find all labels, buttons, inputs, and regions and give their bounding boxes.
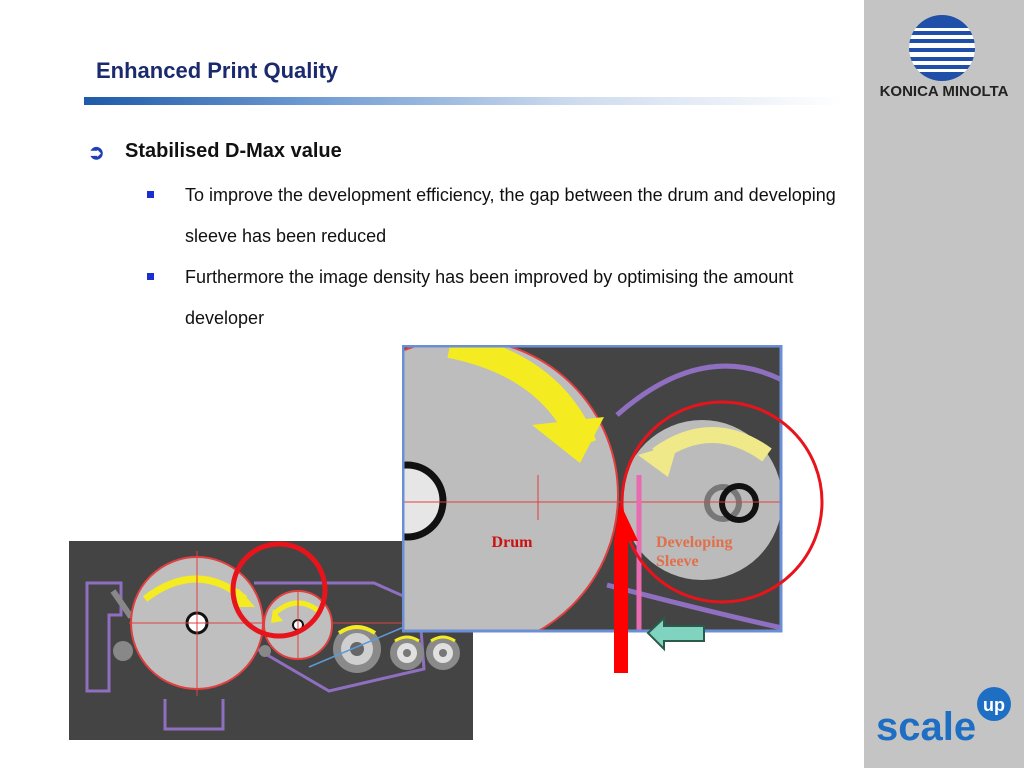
sleeve-outline-circle (620, 400, 824, 604)
square-bullet-icon (147, 191, 154, 198)
scale-up-logo: scale up (876, 687, 1011, 749)
page-title: Enhanced Print Quality (96, 58, 339, 83)
gap-arrow-icon (614, 503, 638, 673)
sleeve-label-line2: Sleeve (656, 553, 699, 570)
sub-bullet: To improve the development efficiency, t… (147, 175, 855, 257)
sub-bullet-text: Furthermore the image density has been i… (185, 267, 794, 328)
highlight-circle (230, 541, 328, 639)
title-underline (84, 97, 844, 105)
sleeve-label-line1: Developing (656, 534, 732, 551)
drum-sleeve-closeup: Drum Developing Sleeve (402, 345, 824, 673)
scale-wordmark: scale (876, 705, 976, 749)
sub-bullet-text: To improve the development efficiency, t… (185, 185, 836, 246)
scale-badge-text: up (983, 695, 1005, 715)
square-bullet-icon (147, 273, 154, 280)
bullet-heading-text: Stabilised D-Max value (125, 140, 342, 162)
drum-label: Drum (492, 534, 534, 551)
sub-bullet: Furthermore the image density has been i… (147, 257, 855, 339)
svg-text:KONICA MINOLTA: KONICA MINOLTA (880, 83, 1009, 100)
circled-arrow-icon: ➲ (88, 142, 105, 164)
sidebar-panel (864, 0, 1024, 768)
left-arrow-icon (646, 615, 705, 652)
konica-minolta-logo: KONICA MINOLTA (880, 15, 1009, 100)
